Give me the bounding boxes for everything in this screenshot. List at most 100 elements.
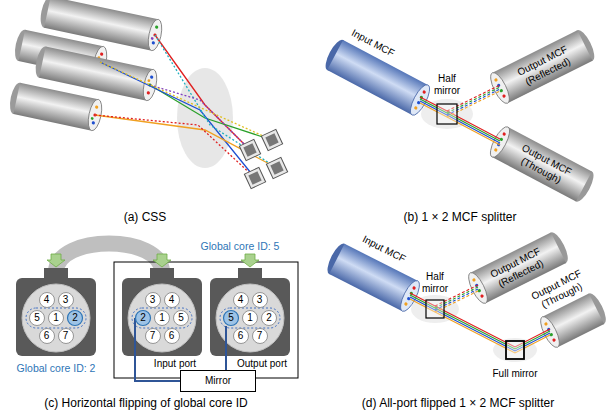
core-outline [49, 311, 64, 326]
fiber-label: Output MCF (Reflected) [510, 41, 579, 91]
core-number: 5 [34, 310, 40, 326]
core-circle: 1 [242, 310, 258, 326]
mirror-label: Half mirror [427, 73, 467, 96]
core-circle: 5 [29, 310, 45, 326]
light-beam [155, 35, 250, 150]
core-circle: 5 [223, 310, 239, 326]
output-fiber [502, 94, 506, 98]
core-outline [262, 311, 277, 326]
mirror-label: Mirror [205, 375, 231, 387]
core-row-marker [26, 308, 86, 328]
output-fiber [494, 148, 498, 152]
core-outline [39, 293, 54, 308]
core-outline [224, 311, 239, 326]
mems-mirror [261, 129, 282, 150]
light-beam [95, 35, 277, 178]
core-number: 4 [238, 292, 244, 308]
core-outline [155, 311, 170, 326]
connector-housing [238, 268, 262, 280]
core-circle: 6 [233, 328, 249, 344]
fiber-loop [56, 244, 162, 273]
panel-caption: (b) 1 × 2 MCF splitter [403, 211, 516, 225]
core-circle: 4 [164, 292, 180, 308]
half-mirror [426, 300, 444, 318]
fiber-cylinder [13, 83, 98, 131]
orientation-arrow [241, 254, 259, 267]
core-outline [252, 329, 267, 344]
mems-mirror [265, 133, 278, 146]
fiber-cylinder [151, 37, 154, 40]
core-circle: 4 [39, 292, 55, 308]
mems-mirror [266, 157, 287, 178]
core-circle: 7 [145, 328, 161, 344]
core-outline [145, 293, 160, 308]
core-outline [174, 311, 189, 326]
port-label: Output port [237, 358, 287, 370]
core-number: 6 [169, 328, 175, 344]
core-id-label: Global core ID: 2 [17, 362, 96, 374]
light-beam [420, 101, 500, 143]
core-number: 6 [238, 328, 244, 344]
output-fiber [487, 70, 513, 106]
fiber-cylinder [150, 75, 154, 79]
core-id-label: Global core ID: 5 [201, 240, 280, 252]
light-path [225, 326, 227, 370]
light-beam [410, 299, 550, 353]
core-number: 1 [159, 310, 165, 326]
core-outline [164, 293, 179, 308]
core-number: 7 [257, 328, 263, 344]
fiber-cylinder [39, 46, 153, 100]
fiber-cross-section [128, 284, 196, 352]
input-fiber [422, 90, 426, 94]
mirror-label: Half mirror [415, 271, 455, 294]
core-outline [39, 329, 54, 344]
core-circle: 3 [145, 292, 161, 308]
core-number: 4 [169, 292, 175, 308]
panel-caption: (a) CSS [124, 211, 167, 225]
fiber-cross-section [22, 284, 90, 352]
mems-mirror [243, 143, 256, 156]
core-number: 6 [44, 328, 50, 344]
orientation-arrow [47, 254, 65, 267]
fiber-cylinder [8, 81, 105, 131]
orientation-arrow [153, 254, 171, 267]
core-number: 3 [257, 292, 263, 308]
output-fiber [465, 270, 491, 306]
core-outline [233, 329, 248, 344]
light-beam [100, 62, 255, 178]
input-fiber [404, 302, 408, 306]
core-circle: 7 [252, 328, 268, 344]
light-beam [410, 285, 550, 353]
core-outline [252, 293, 267, 308]
core-circle: 4 [233, 292, 249, 308]
core-number: 3 [150, 292, 156, 308]
core-outline [233, 293, 248, 308]
connector-housing [44, 268, 68, 280]
half-mirror [437, 104, 457, 124]
flipped-splitter-panel [324, 230, 609, 362]
core-number: 7 [63, 328, 69, 344]
core-number: 7 [150, 328, 156, 344]
core-circle: 5 [173, 310, 189, 326]
core-outline [30, 311, 45, 326]
light-beam [100, 62, 272, 140]
core-circle: 2 [67, 310, 83, 326]
fiber-label: Input MCF [361, 233, 408, 264]
fiber-cylinder [38, 0, 164, 52]
connector-housing [16, 278, 96, 356]
light-beam [155, 35, 277, 168]
flipping-panel [16, 244, 298, 379]
core-outline [164, 329, 179, 344]
output-fiber [472, 278, 476, 282]
core-circle: 1 [154, 310, 170, 326]
light-beam [95, 115, 277, 168]
mems-mirror [244, 167, 265, 188]
core-number: 1 [53, 310, 59, 326]
mems-mirror [261, 129, 282, 150]
css-panel [8, 0, 288, 189]
panel-caption: (d) All-port flipped 1 × 2 MCF splitter [362, 397, 554, 411]
